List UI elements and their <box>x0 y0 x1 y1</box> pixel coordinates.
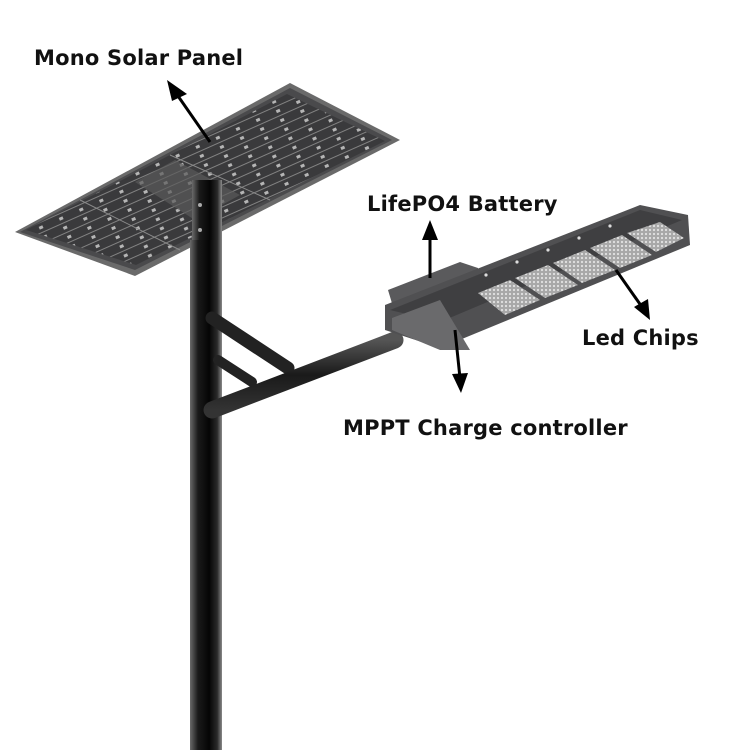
lamp-head <box>385 205 690 350</box>
arrow-battery <box>422 220 438 278</box>
label-solar-panel: Mono Solar Panel <box>34 46 244 70</box>
solar-panel <box>15 83 400 276</box>
arrow-led-chips <box>614 269 650 320</box>
pole <box>190 180 222 750</box>
arrow-controller <box>452 329 468 393</box>
label-led-chips: Led Chips <box>582 326 699 350</box>
arrow-solar-panel <box>167 80 212 143</box>
lamp-arm <box>203 311 404 419</box>
label-battery: LifePO4 Battery <box>367 192 558 216</box>
label-controller: MPPT Charge controller <box>343 416 628 440</box>
